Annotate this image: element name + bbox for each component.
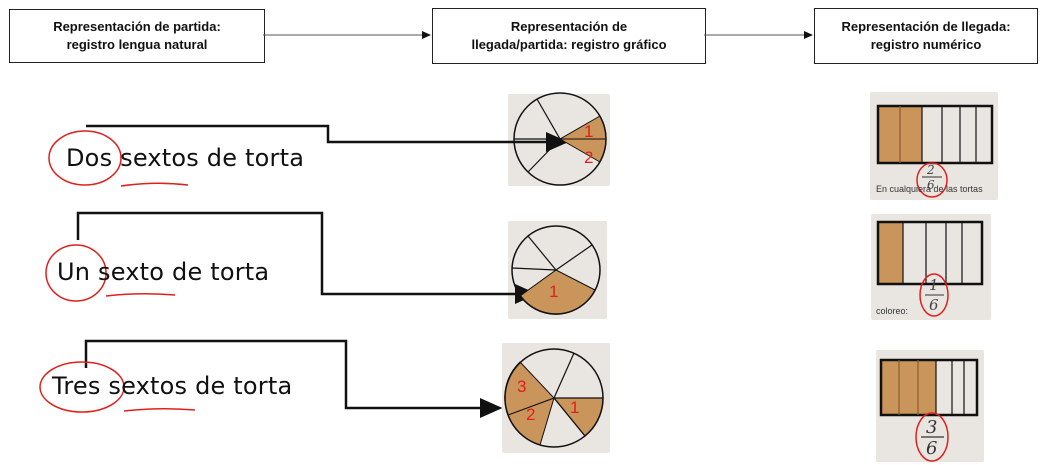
pie1-slice-number-2: 2 [584,148,594,167]
header-middle-line2: llegada/partida: registro gráfico [471,37,667,52]
header-middle-box: Representación de llegada/partida: regis… [432,8,706,64]
row1-underline [120,182,189,187]
row1-connector [86,124,569,152]
bar2-fraction-denominator: 6 [929,296,939,314]
bar2-caption: coloreo: [876,306,909,316]
row3-word-circle [39,361,125,413]
bar2-fraction-circle [919,273,949,317]
bar1-fraction-circle [916,162,948,198]
bar2-fraction-numerator: 1 [929,276,939,294]
bar3-fraction-numerator: 3 [926,417,938,438]
pie1-slice-number-1: 1 [584,122,594,141]
pie2-slice-number-1: 1 [549,282,559,301]
bar3-fill [881,360,936,415]
pie2-circle [511,225,601,315]
row2-connector [76,211,538,304]
bar1-fraction-denominator: 6 [927,178,935,192]
bar1-fraction-numerator: 2 [927,163,935,177]
row1-phrase: Dos sextos de torta [66,144,304,172]
header-end-line1: Representación de llegada: [841,19,1011,34]
bar2-outline [876,220,984,286]
row2-rest: sexto de torta [98,258,270,286]
header-middle-line1: Representación de [510,19,628,34]
bar3-outline [879,358,979,417]
row3-phrase: Tres sextos de torta [52,372,292,400]
bar2-fill [878,222,903,284]
header-end-line2: registro numérico [870,37,982,52]
pie3-slice-number-3: 3 [517,377,527,396]
header-start-line2: registro lengua natural [66,37,208,52]
row2-number-word: Un [57,258,91,286]
row1-rest: sextos de torta [120,144,305,172]
header-start-line1: Representación de partida: [53,19,221,34]
row3-number-word: Tres [52,372,101,400]
pie3-slice-number-2: 2 [526,405,536,424]
row3-connector [84,339,503,418]
row1-number-word: Dos [66,144,113,172]
header-end-box: Representación de llegada: registro numé… [814,8,1038,64]
row2-word-circle [45,244,107,302]
pie1-slice-2 [558,138,607,163]
bar3-fraction-circle [915,412,949,462]
row2-phrase: Un sexto de torta [57,258,269,286]
row3-underline [123,407,196,412]
row1-word-circle [48,130,122,186]
pie1-slice-1 [558,115,607,140]
header-start-box: Representación de partida: registro leng… [9,9,265,63]
row2-underline [105,292,176,297]
bar3-fraction-denominator: 6 [926,438,938,459]
pie3-slice-number-1: 1 [570,398,580,417]
bar1-caption: En cualquiera de las tortas [876,184,983,194]
row3-rest: sextos de torta [108,372,293,400]
